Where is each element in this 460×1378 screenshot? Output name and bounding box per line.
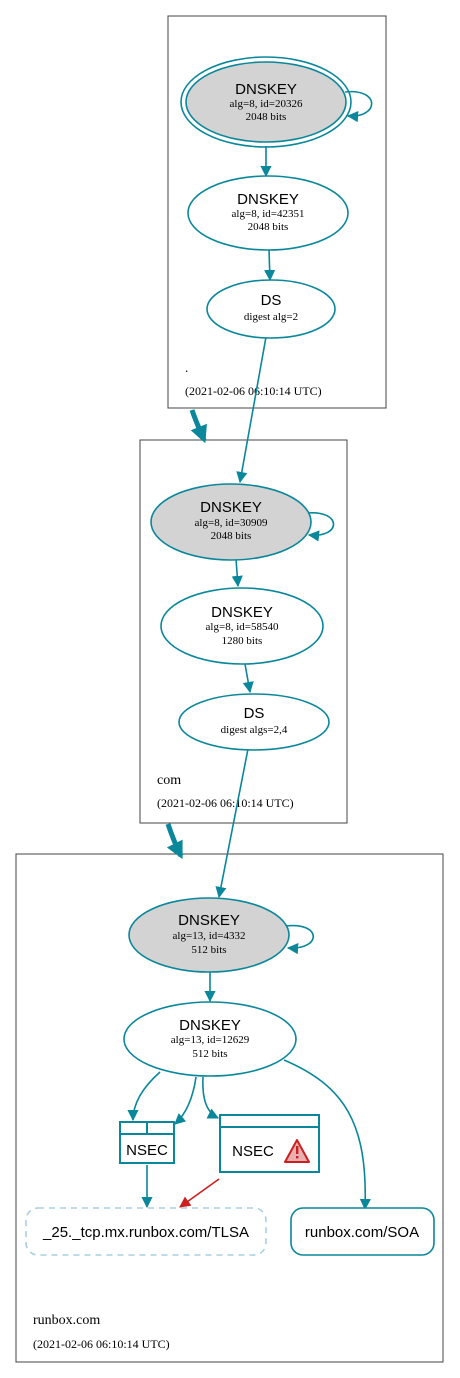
node-root-ds-title: DS <box>261 292 282 309</box>
node-com-zsk-title: DNSKEY <box>211 604 273 621</box>
edge-root-zsk-ds <box>264 249 276 282</box>
zone-com <box>139 439 348 824</box>
zone-com-name: com <box>157 773 181 788</box>
delegation-arrow-com-runbox <box>165 823 184 860</box>
node-runbox-zsk-bits: 512 bits <box>192 1048 227 1060</box>
node-runbox-zsk-detail: alg=13, id=12629 <box>171 1034 250 1046</box>
node-root-zsk-bits: 2048 bits <box>248 221 289 233</box>
node-root-zsk-title: DNSKEY <box>237 191 299 208</box>
node-root-ksk-detail: alg=8, id=20326 <box>230 98 303 110</box>
node-soa[interactable]: runbox.com/SOA <box>290 1207 435 1256</box>
delegation-arrow-root-com <box>189 409 207 444</box>
node-tlsa-label: _25._tcp.mx.runbox.com/TLSA <box>42 1224 249 1241</box>
edge-zsk-nsec2 <box>202 1076 220 1119</box>
node-com-ds-title: DS <box>244 705 265 722</box>
node-com-ksk-detail: alg=8, id=30909 <box>195 517 268 529</box>
edge-com-zsk-ds <box>242 663 254 694</box>
node-soa-label: runbox.com/SOA <box>305 1224 419 1241</box>
zone-runbox-timestamp: (2021-02-06 06:10:14 UTC) <box>33 1337 170 1351</box>
node-com-ksk-title: DNSKEY <box>200 499 262 516</box>
node-root-zsk[interactable]: DNSKEY alg=8, id=42351 2048 bits <box>187 175 349 251</box>
edge-runbox-ksk-self <box>285 924 315 955</box>
node-com-zsk-detail: alg=8, id=58540 <box>206 621 279 633</box>
edge-zsk-nsec1-b <box>174 1076 197 1125</box>
zone-root-name: . <box>185 360 188 375</box>
zone-root-timestamp: (2021-02-06 06:10:14 UTC) <box>185 384 322 398</box>
node-nsec-1[interactable]: NSEC <box>119 1121 175 1164</box>
edge-com-ksk-self <box>306 512 335 542</box>
edge-com-ds-runbox-ksk <box>215 748 249 899</box>
node-runbox-ksk-bits: 512 bits <box>191 944 226 956</box>
node-nsec-2[interactable]: NSEC <box>219 1114 320 1173</box>
zone-root <box>167 15 387 409</box>
node-root-ds-detail: digest alg=2 <box>244 311 298 323</box>
zone-com-timestamp: (2021-02-06 06:10:14 UTC) <box>157 796 294 810</box>
edge-root-ds-com-ksk <box>236 336 267 484</box>
node-root-zsk-detail: alg=8, id=42351 <box>232 208 305 220</box>
node-runbox-zsk-title: DNSKEY <box>179 1017 241 1034</box>
node-root-ds[interactable]: DS digest alg=2 <box>206 279 336 339</box>
node-com-zsk[interactable]: DNSKEY alg=8, id=58540 1280 bits <box>160 587 324 665</box>
node-com-ds-detail: digest algs=2,4 <box>221 724 288 736</box>
warning-icon <box>284 1139 310 1163</box>
node-runbox-ksk-title: DNSKEY <box>178 912 240 929</box>
edge-com-ksk-zsk <box>231 558 243 588</box>
node-root-ksk[interactable]: DNSKEY alg=8, id=20326 2048 bits <box>180 56 352 148</box>
edge-nsec2-tlsa-warning <box>179 1178 220 1208</box>
zone-runbox-name: runbox.com <box>33 1313 100 1328</box>
edge-zsk-nsec1 <box>127 1071 161 1122</box>
node-tlsa[interactable]: _25._tcp.mx.runbox.com/TLSA <box>25 1207 267 1256</box>
node-runbox-ksk[interactable]: DNSKEY alg=13, id=4332 512 bits <box>128 897 290 973</box>
node-com-ksk[interactable]: DNSKEY alg=8, id=30909 2048 bits <box>150 483 312 561</box>
node-nsec-1-label: NSEC <box>126 1142 168 1159</box>
node-runbox-ksk-detail: alg=13, id=4332 <box>173 930 246 942</box>
edge-root-ksk-self <box>344 90 373 123</box>
node-root-ksk-title: DNSKEY <box>235 81 297 98</box>
node-runbox-zsk[interactable]: DNSKEY alg=13, id=12629 512 bits <box>123 1001 297 1077</box>
edge-zsk-soa <box>283 1059 371 1211</box>
node-com-zsk-bits: 1280 bits <box>222 635 263 647</box>
zone-runbox <box>15 853 444 1363</box>
node-com-ds[interactable]: DS digest algs=2,4 <box>178 693 330 751</box>
node-nsec-2-label: NSEC <box>232 1143 274 1160</box>
node-root-ksk-bits: 2048 bits <box>246 111 287 123</box>
node-com-ksk-bits: 2048 bits <box>211 530 252 542</box>
